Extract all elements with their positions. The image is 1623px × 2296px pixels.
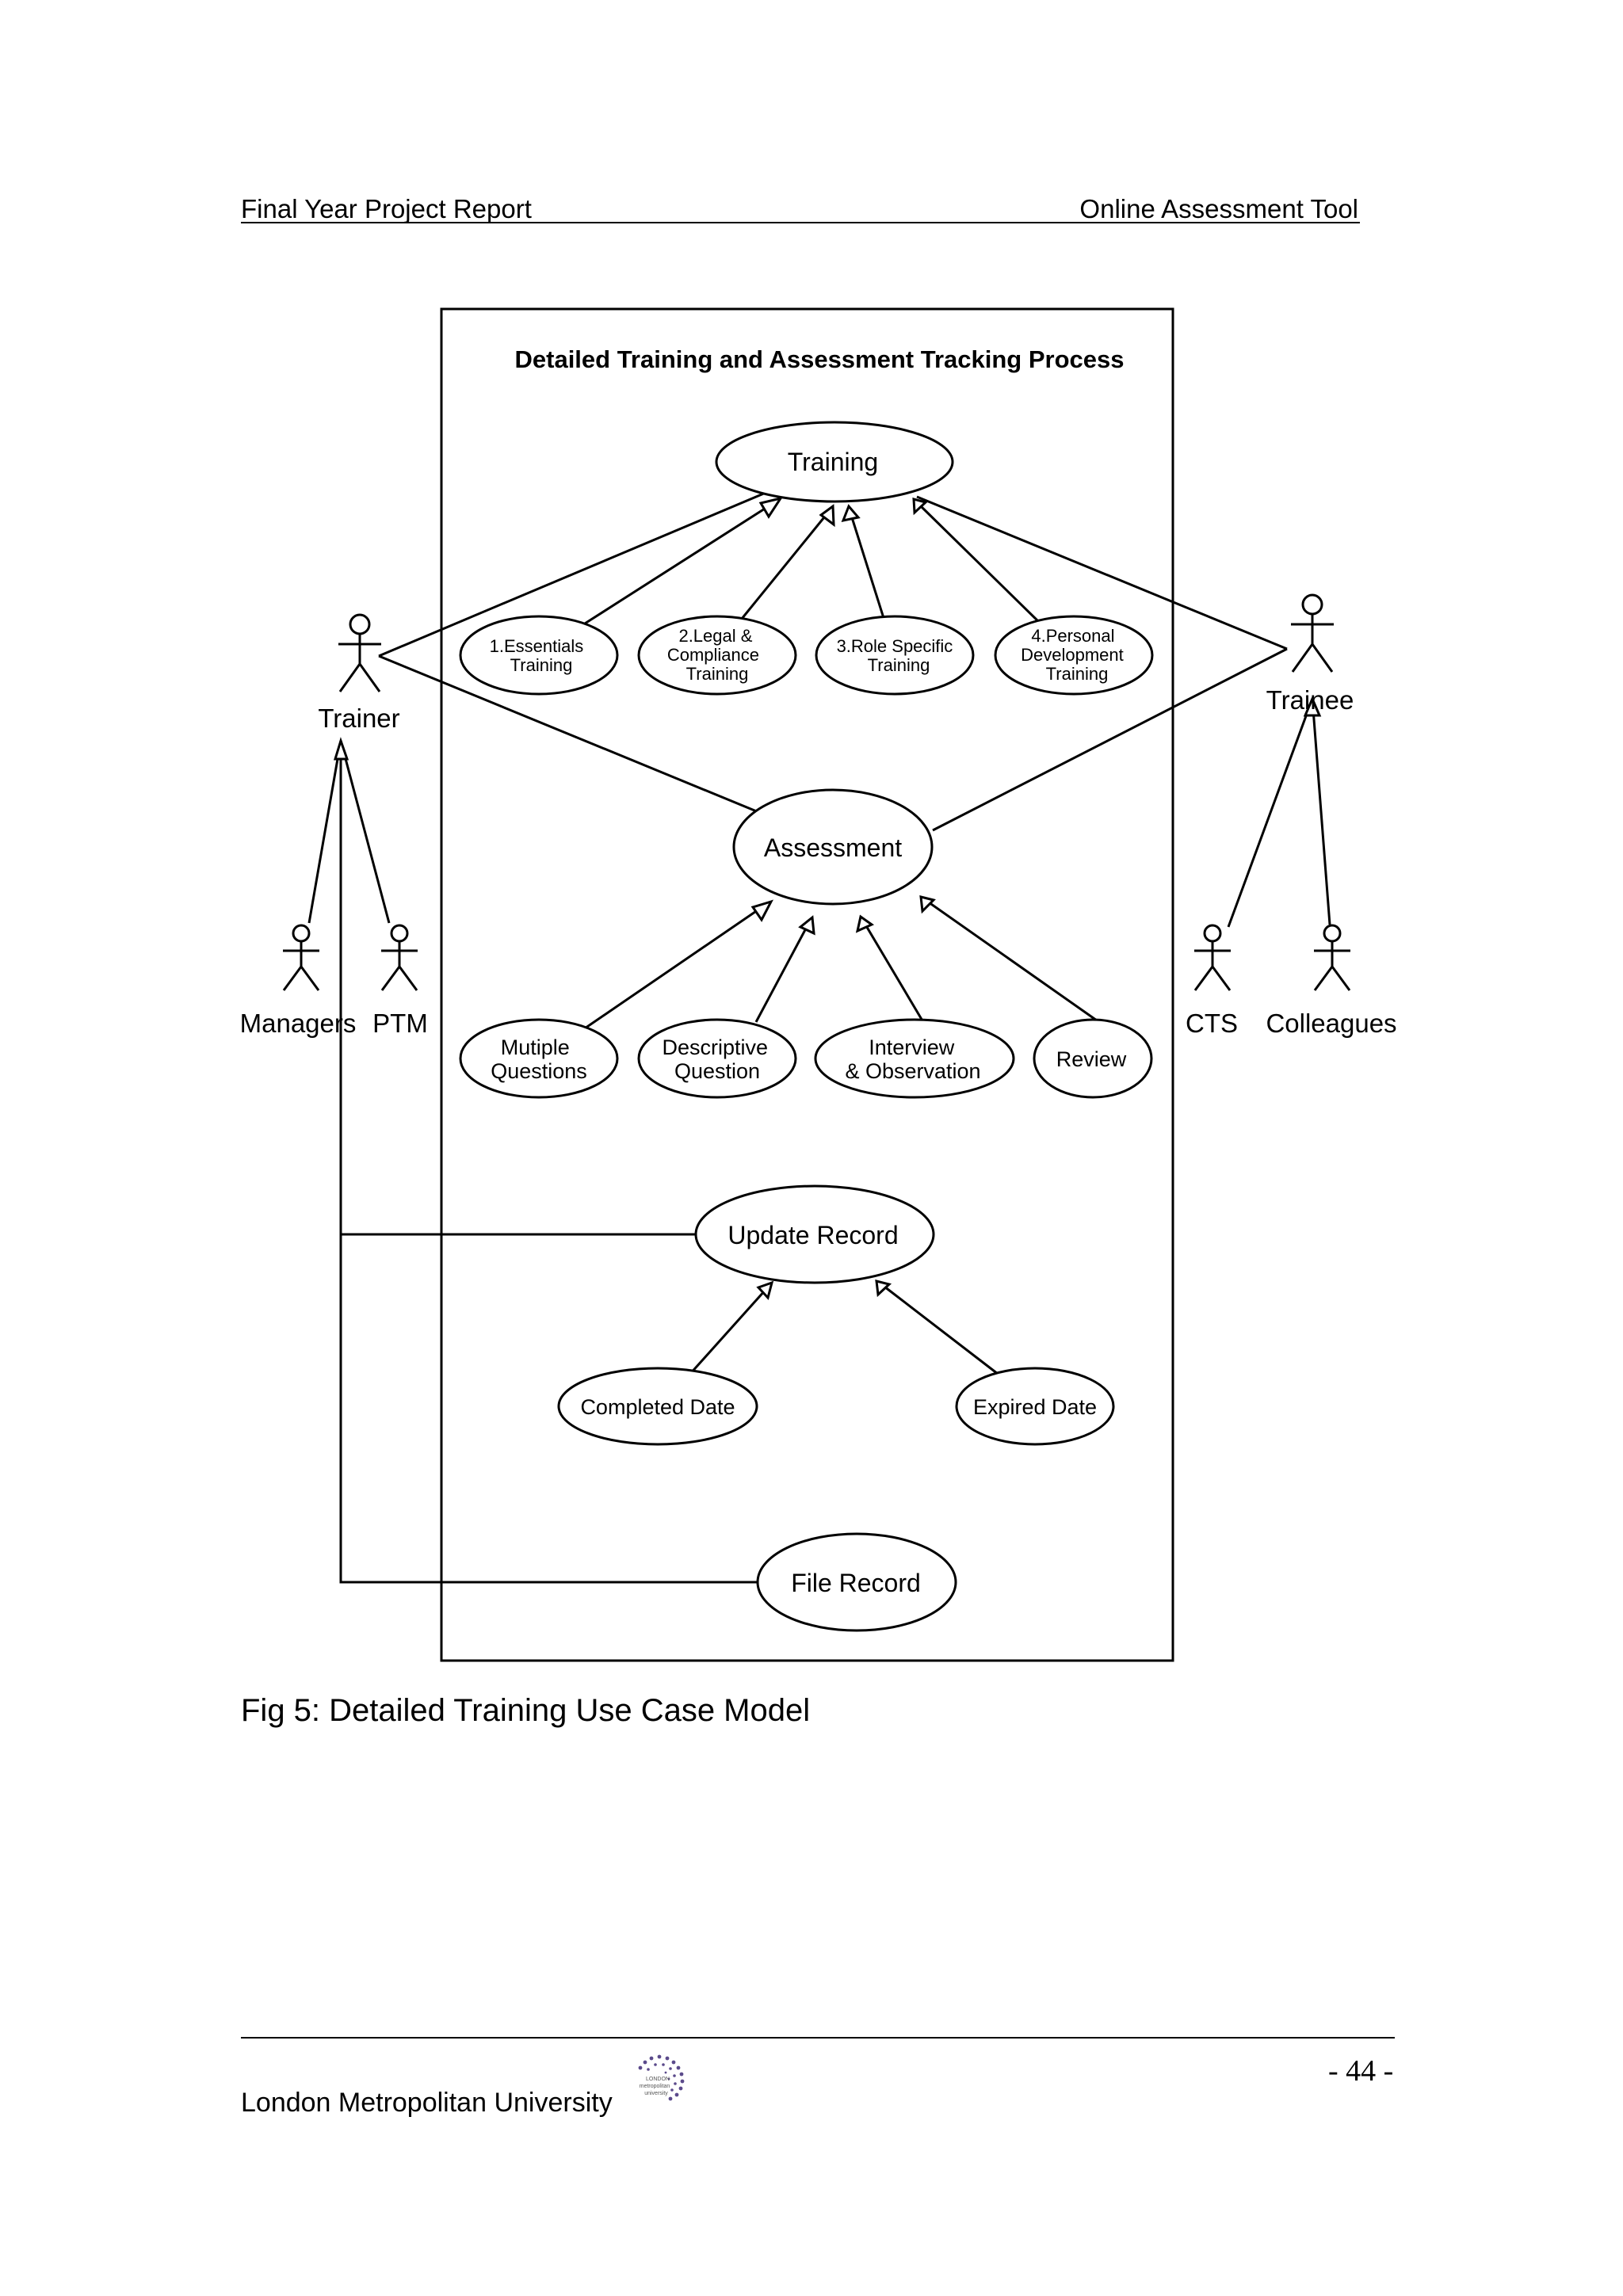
header-right: Online Assessment Tool [1079, 194, 1358, 223]
uc-label-update-record: Update Record [727, 1221, 898, 1249]
uc-expired-date [955, 1367, 1115, 1446]
actor-label-trainer: Trainer [318, 704, 399, 733]
uc-label-personal: 4.Personal Development Training [1021, 626, 1128, 684]
uc-legal-compliance-training [637, 615, 797, 696]
uc-label-file-record: File Record [791, 1569, 921, 1597]
logo-text-line-2: metropolitan [640, 2084, 670, 2089]
uc-update-record [694, 1184, 935, 1284]
actor-label-managers: Managers [240, 1009, 357, 1038]
uc-assessment [732, 788, 934, 906]
actor-label-colleagues: Colleagues [1266, 1009, 1396, 1038]
actor-colleagues-figure [1313, 924, 1351, 991]
uc-label-interview: Interview & Observation [845, 1035, 980, 1083]
uc-label-expired-date: Expired Date [973, 1395, 1097, 1419]
uc-label-mcq: Mutiple Questions [491, 1035, 587, 1083]
system-boundary [440, 307, 1174, 1662]
uc-label-assessment: Assessment [764, 833, 902, 862]
uc-interview-observation [814, 1018, 1015, 1099]
footer-institution: London Metropolitan University [241, 2088, 613, 2118]
uc-role-specific-training [815, 615, 975, 696]
generalization-lines [307, 502, 1331, 1376]
uc-training [715, 421, 954, 503]
use-case-ellipses [459, 421, 1154, 1632]
actor-label-trainee: Trainee [1266, 685, 1354, 715]
uc-label-descriptive: Descriptive Question [662, 1035, 773, 1083]
header-rule [241, 222, 1360, 223]
actor-trainee-figure [1291, 593, 1334, 673]
actor-label-ptm: PTM [372, 1009, 428, 1038]
uc-file-record [756, 1532, 957, 1632]
uc-label-review: Review [1056, 1047, 1127, 1071]
actor-cts-figure [1193, 924, 1232, 991]
uc-label-training: Training [788, 448, 878, 476]
generalization-arrowheads [333, 496, 1322, 1301]
footer-rule [241, 2037, 1395, 2039]
header-left: Final Year Project Report [241, 194, 532, 223]
uc-review [1033, 1018, 1153, 1099]
figure-caption: Fig 5: Detailed Training Use Case Model [241, 1693, 811, 1728]
uc-completed-date [557, 1367, 758, 1446]
actor-managers-figure [282, 924, 320, 991]
actor-label-cts: CTS [1186, 1009, 1238, 1038]
uc-multiple-questions [459, 1018, 619, 1099]
actor-trainer-figure [338, 613, 381, 692]
page-number: - 44 - [1328, 2054, 1394, 2088]
uc-personal-development-training [994, 615, 1154, 696]
uc-label-role: 3.Role Specific Training [837, 636, 958, 675]
uc-label-completed-date: Completed Date [580, 1395, 735, 1419]
logo-text-line-3: university [644, 2091, 668, 2096]
university-logo: LONDON metropolitan university [638, 2054, 685, 2101]
uc-descriptive-question [637, 1018, 797, 1099]
association-lines [339, 491, 1288, 1584]
uc-label-essentials: 1.Essentials Training [490, 636, 589, 675]
diagram-title: Detailed Training and Assessment Trackin… [515, 345, 1125, 373]
uc-label-legal: 2.Legal & Compliance Training [667, 626, 764, 684]
actor-ptm-figure [380, 924, 418, 991]
uc-essentials-training [459, 615, 619, 696]
logo-text-line-1: LONDON [646, 2077, 670, 2082]
